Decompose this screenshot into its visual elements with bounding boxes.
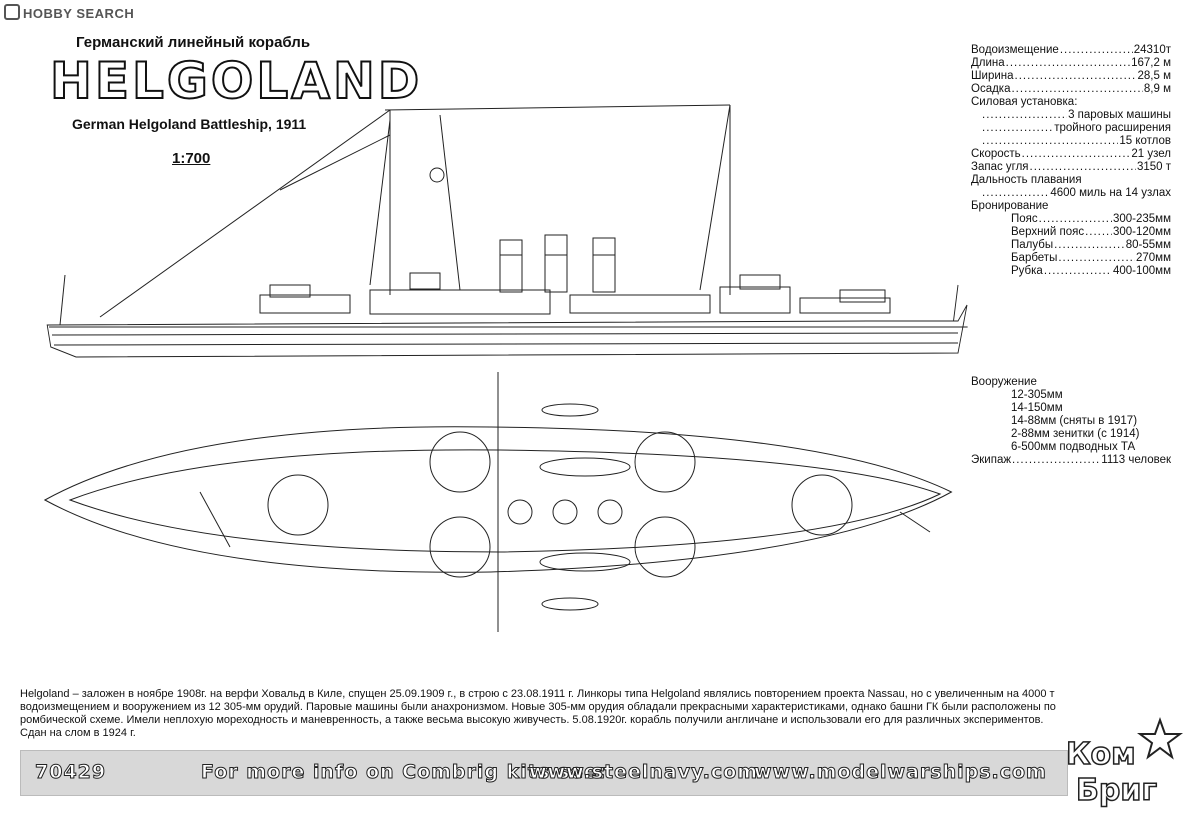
- kombrig-logo: Ком Бриг: [1065, 717, 1183, 809]
- kit-number: 70429: [34, 761, 107, 784]
- spec-coal: Запас угля3150 т: [971, 161, 1171, 174]
- spec-armor-upper-belt: Верхний пояс300-120мм: [971, 226, 1171, 239]
- spec-armor-barbettes: Барбеты270мм: [971, 252, 1171, 265]
- armament-item: 2-88мм зенитки (с 1914): [1011, 428, 1140, 440]
- spec-engines: 3 паровых машины: [971, 109, 1171, 122]
- footer-info-text: For more info on Combrig kits see:: [200, 761, 607, 784]
- history-description: Helgoland – заложен в ноябре 1908г. на в…: [20, 688, 1056, 739]
- specifications-block: Водоизмещение24310т Длина167,2 м Ширина2…: [971, 44, 1171, 278]
- spec-powerplant-label: Силовая установка:: [971, 96, 1078, 108]
- spec-draft: Осадка8,9 м: [971, 83, 1171, 96]
- spec-expansion: тройного расширения: [971, 122, 1171, 135]
- spec-crew: Экипаж1113 человек: [971, 454, 1171, 467]
- armament-label: Вооружение: [971, 376, 1037, 388]
- logo-line2: Бриг: [1076, 773, 1157, 808]
- armament-block: Вооружение 12-305мм 14-150мм 14-88мм (сн…: [971, 376, 1171, 467]
- russian-title: Германский линейный корабль: [76, 34, 311, 51]
- english-title: German Helgoland Battleship, 1911: [72, 116, 307, 132]
- armament-item: 14-88мм (сняты в 1917): [1011, 415, 1138, 427]
- spec-armor-belt: Пояс300-235мм: [971, 213, 1171, 226]
- footer-link-modelwarships[interactable]: www.modelwarships.com: [754, 761, 1047, 784]
- footer-banner: 70429 For more info on Combrig kits see:…: [20, 750, 1068, 796]
- spec-armor-label: Бронирование: [971, 200, 1049, 212]
- spec-displacement: Водоизмещение24310т: [971, 44, 1171, 57]
- plan-view-drawing: [43, 372, 953, 632]
- armament-item: 12-305мм: [1011, 389, 1063, 401]
- spec-length: Длина167,2 м: [971, 57, 1171, 70]
- spec-armor-decks: Палубы80-55мм: [971, 239, 1171, 252]
- spec-armor-conning-tower: Рубка400-100мм: [971, 265, 1171, 278]
- spec-boilers: 15 котлов: [971, 135, 1171, 148]
- armament-item: 6-500мм подводных ТА: [1011, 441, 1136, 453]
- scale-label: 1:700: [172, 150, 211, 167]
- side-profile-drawing: [46, 104, 968, 358]
- ship-name: HELGOLAND: [49, 51, 423, 111]
- spec-range-label: Дальность плавания: [971, 174, 1082, 186]
- footer-link-steelnavy[interactable]: www.steelnavy.com: [528, 761, 759, 784]
- spec-range: 4600 миль на 14 узлах: [971, 187, 1171, 200]
- watermark: HOBBY SEARCH: [4, 4, 134, 21]
- spec-speed: Скорость21 узел: [971, 148, 1171, 161]
- armament-item: 14-150мм: [1011, 402, 1063, 414]
- logo-line1: Ком: [1066, 737, 1136, 772]
- spec-beam: Ширина28,5 м: [971, 70, 1171, 83]
